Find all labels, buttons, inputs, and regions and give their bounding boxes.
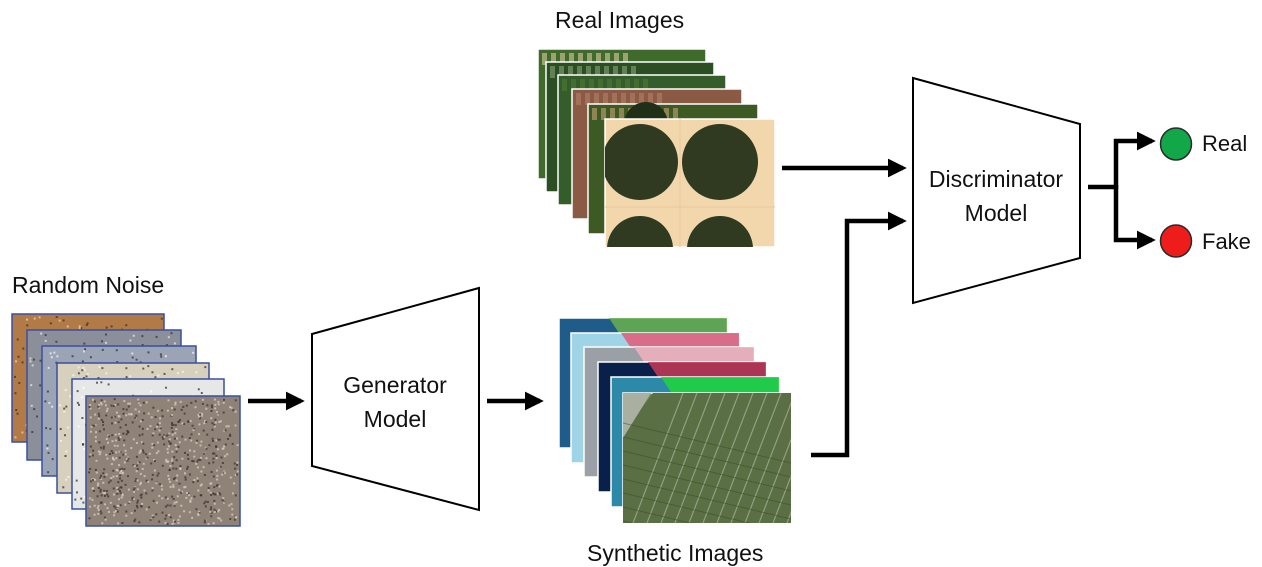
random-noise-label: Random Noise <box>12 272 165 298</box>
discriminator-model-label: Discriminator Model <box>915 166 1077 227</box>
discriminator-label-line2: Model <box>964 200 1028 226</box>
output-fake-arrow <box>1113 185 1156 250</box>
synthetic-to-discriminator-arrow <box>811 211 907 458</box>
real-image-6 <box>604 118 776 248</box>
generator-model-label: Generator Model <box>320 372 470 433</box>
output-real-arrow <box>1113 131 1156 189</box>
synthetic-images-label: Synthetic Images <box>587 540 764 566</box>
fake-output-circle <box>1159 224 1193 258</box>
generator-model-shape <box>311 286 480 512</box>
synthetic-images-stack <box>558 317 792 524</box>
generator-label-line1: Generator <box>343 372 447 398</box>
real-output-label: Real <box>1202 131 1248 156</box>
random-noise-stack <box>11 313 241 527</box>
discriminator-model-shape <box>912 76 1081 305</box>
synthetic-image-6 <box>622 392 792 524</box>
generator-label-line2: Model <box>363 406 427 432</box>
real-images-label: Real Images <box>555 7 685 33</box>
real-images-stack <box>537 48 776 248</box>
real-output-circle <box>1159 127 1193 161</box>
discriminator-label-line1: Discriminator <box>928 166 1064 192</box>
noise-image-6 <box>85 395 241 527</box>
fake-output-label: Fake <box>1202 229 1251 254</box>
